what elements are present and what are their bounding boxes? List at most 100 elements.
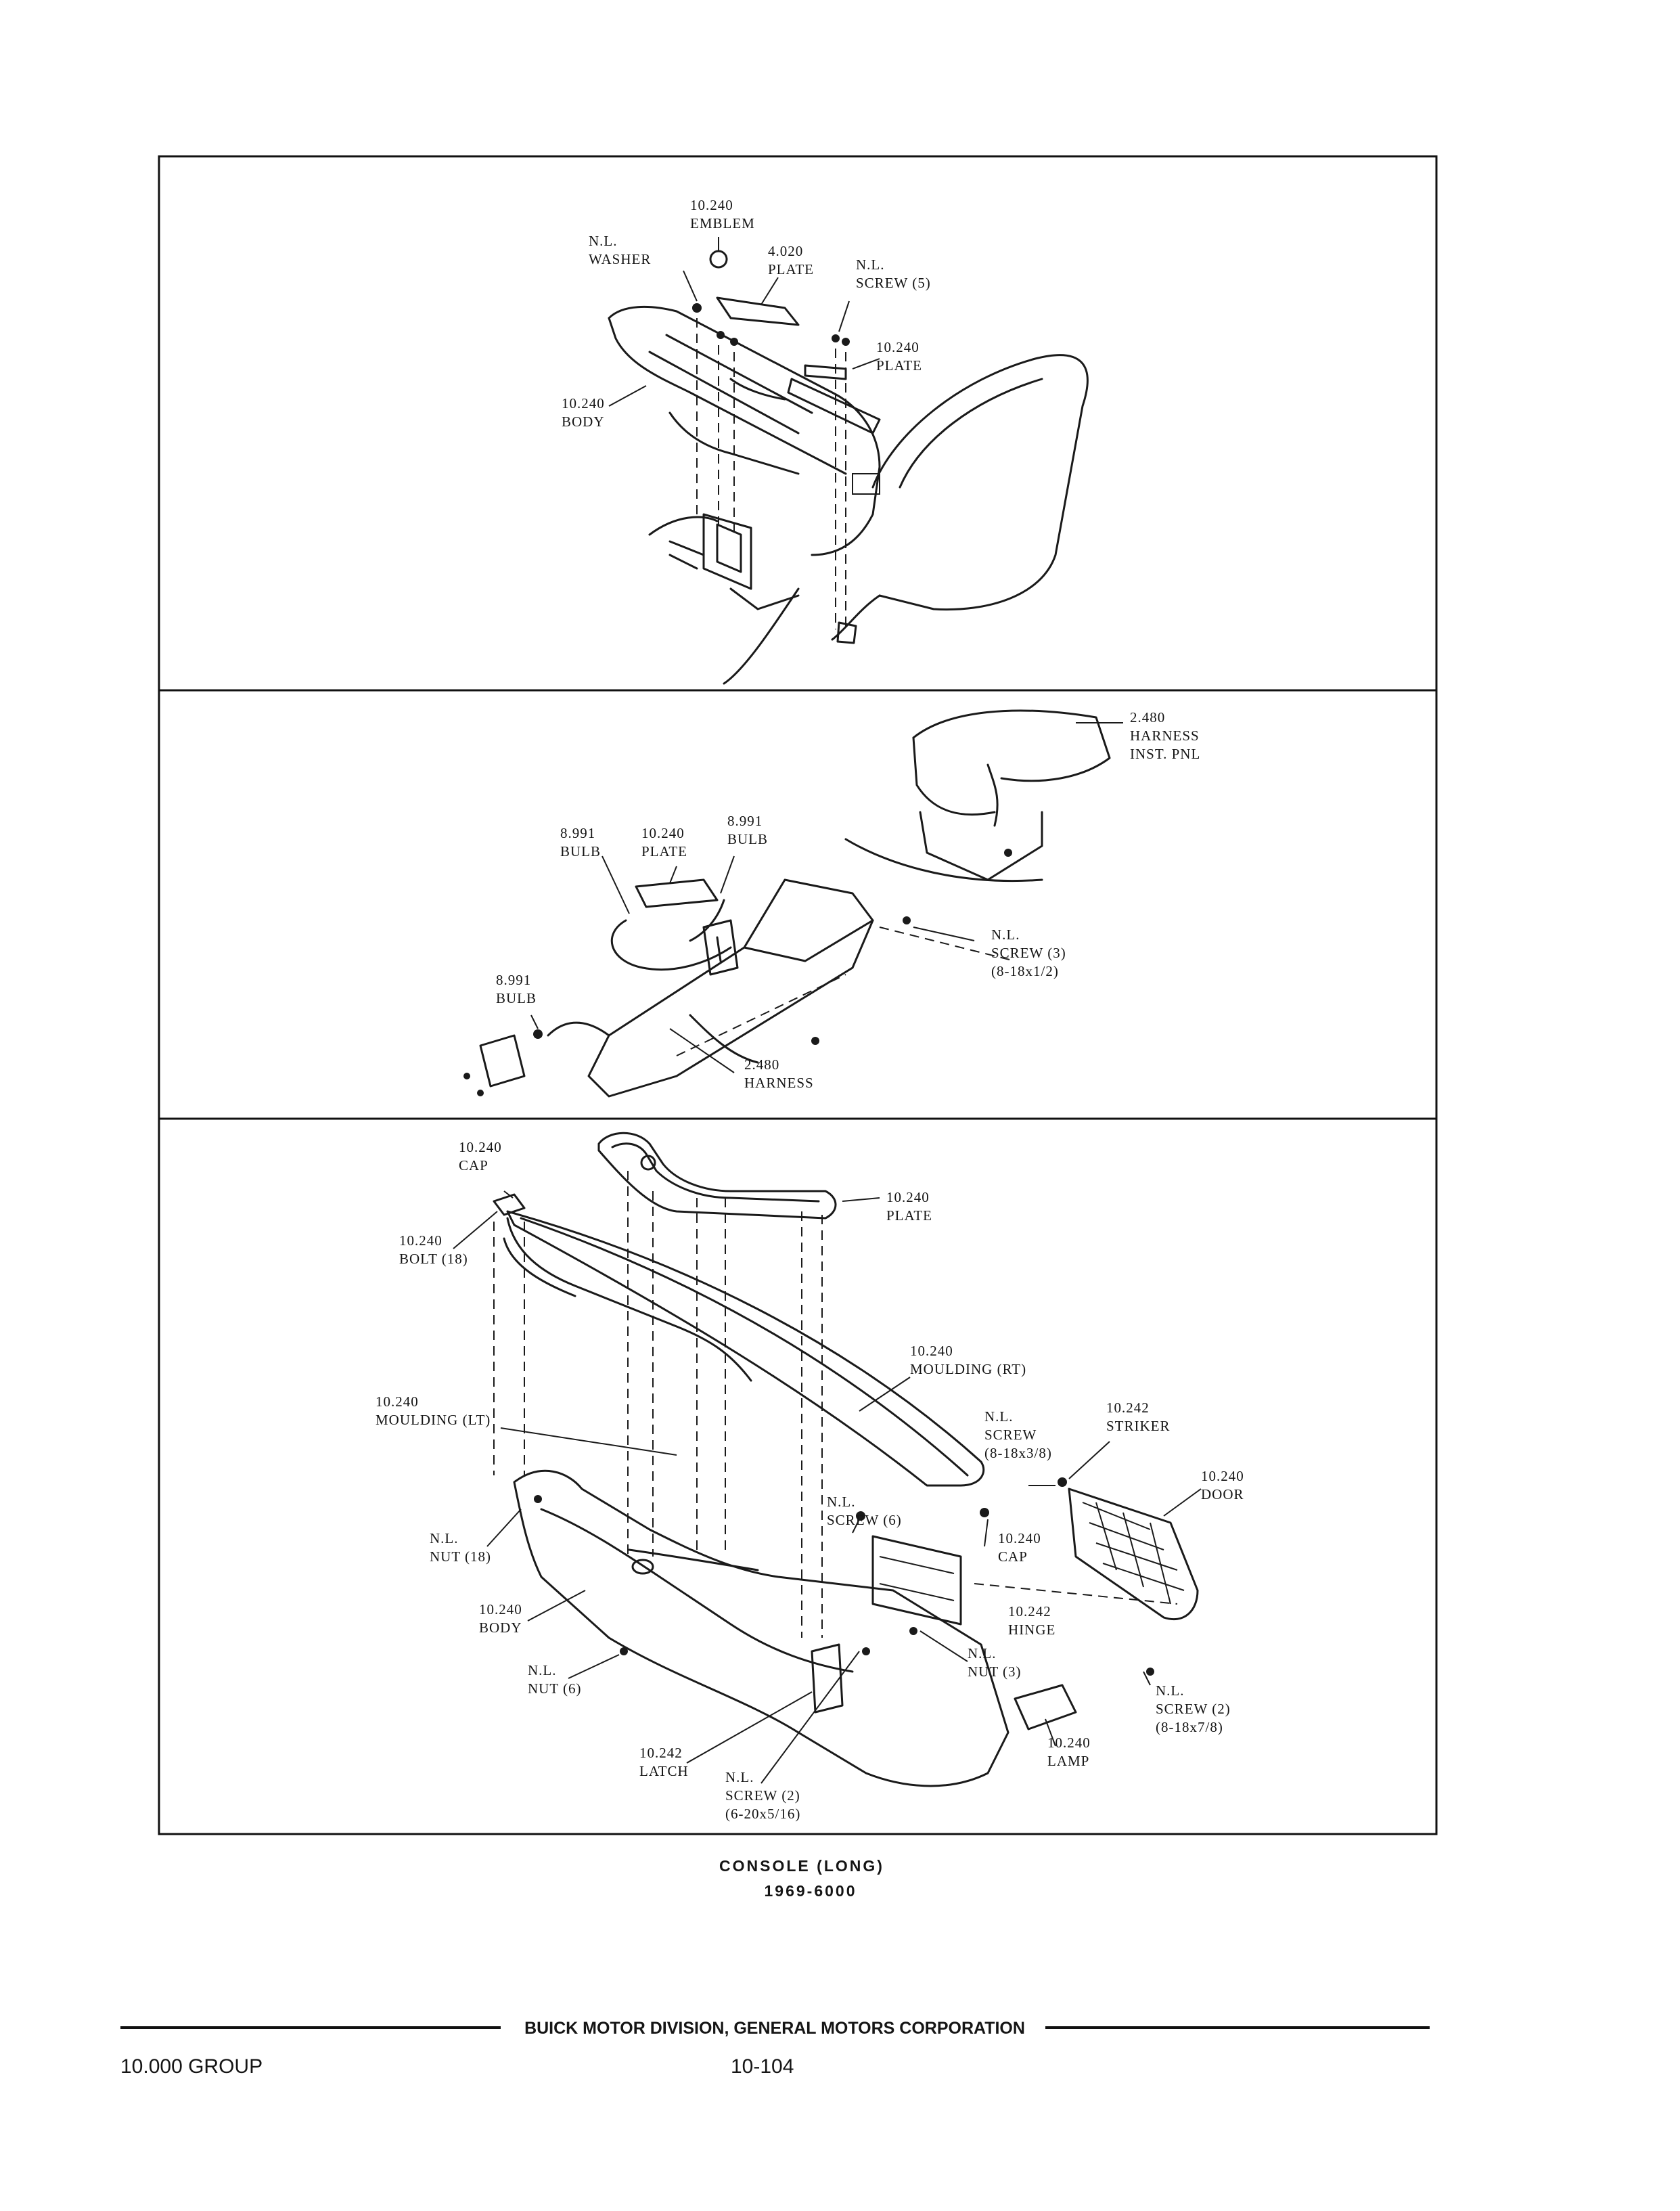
label-line: 10.240: [998, 1530, 1041, 1546]
label-line: SCREW: [984, 1427, 1037, 1443]
label-line: N.L.: [827, 1494, 856, 1510]
label-line: 8.991: [727, 813, 763, 829]
label-line: (8-18x7/8): [1156, 1719, 1223, 1735]
label-line: 2.480: [744, 1056, 779, 1073]
label-line: BODY: [479, 1620, 522, 1636]
label-line: 10.240: [562, 395, 605, 411]
label-line: 2.480: [1130, 709, 1165, 725]
label-screw-3: N.L. SCREW (3) (8-18x1/2): [991, 926, 1066, 979]
label-line: (6-20x5/16): [725, 1806, 800, 1822]
label-line: N.L.: [1156, 1682, 1185, 1699]
label-line: N.L.: [528, 1662, 557, 1678]
label-line: BODY: [562, 414, 605, 430]
label-line: 10.240: [876, 339, 920, 355]
label-line: 10.240: [399, 1232, 442, 1249]
label-line: SCREW (3): [991, 945, 1066, 961]
label-line: PLATE: [876, 357, 922, 374]
label-line: N.L.: [589, 233, 618, 249]
label-line: NUT (3): [968, 1663, 1022, 1680]
label-line: N.L.: [968, 1645, 997, 1661]
footer-group: 10.000 GROUP: [120, 2055, 263, 2078]
label-line: SCREW (6): [827, 1512, 902, 1528]
label-line: PLATE: [641, 843, 687, 859]
label-line: STRIKER: [1106, 1418, 1171, 1434]
label-nut-3: N.L. NUT (3): [968, 1645, 1022, 1680]
label-line: N.L.: [725, 1769, 754, 1785]
label-line: 10.240: [1047, 1735, 1091, 1751]
label-line: SCREW (5): [856, 275, 931, 291]
panel-1-console-body-assembly: [608, 237, 1089, 685]
footer-page: 10-104: [731, 2055, 794, 2078]
label-line: PLATE: [768, 261, 814, 277]
label-line: 10.242: [1008, 1603, 1051, 1620]
caption-subtitle: 1969-6000: [765, 1882, 857, 1900]
label-line: INST. PNL: [1130, 746, 1200, 762]
label-line: CAP: [998, 1548, 1028, 1565]
label-line: 8.991: [560, 825, 595, 841]
label-line: BULB: [496, 990, 537, 1006]
label-line: (8-18x1/2): [991, 963, 1059, 979]
label-line: N.L.: [991, 926, 1020, 943]
label-screw-2-latch: N.L.SCREW (2)(6-20x5/16): [725, 1769, 800, 1822]
label-line: N.L.: [856, 256, 885, 273]
label-line: CAP: [459, 1157, 489, 1174]
label-line: 10.240: [690, 197, 733, 213]
label-line: 10.240: [910, 1343, 953, 1359]
label-screw-8-18x3-8: N.L. SCREW (8-18x3/8): [984, 1408, 1052, 1461]
label-washer: N.L. WASHER: [589, 233, 651, 267]
label-line: BULB: [560, 843, 601, 859]
label-line: 10.240: [886, 1189, 930, 1205]
label-line: MOULDING (LT): [376, 1412, 491, 1428]
footer-company: BUICK MOTOR DIVISION, GENERAL MOTORS COR…: [524, 2019, 1025, 2038]
label-line: 10.240: [479, 1601, 522, 1617]
label-line: SCREW (2): [1156, 1701, 1231, 1717]
label-line: BULB: [727, 831, 768, 847]
label-screw-5: N.L. SCREW (5): [856, 256, 931, 291]
label-line: LATCH: [639, 1763, 689, 1779]
label-nut-18: N.L. NUT (18): [430, 1530, 491, 1565]
label-line: DOOR: [1201, 1486, 1244, 1502]
label-line: 4.020: [768, 243, 803, 259]
label-line: N.L.: [430, 1530, 459, 1546]
label-line: (8-18x3/8): [984, 1445, 1052, 1461]
panel-3-console-exploded: [453, 1132, 1202, 1787]
label-line: HINGE: [1008, 1622, 1055, 1638]
label-screw-6: N.L. SCREW (6): [827, 1494, 902, 1528]
label-line: NUT (18): [430, 1548, 491, 1565]
panel-2-wiring-assembly: [463, 709, 1123, 1098]
label-line: 10.242: [1106, 1400, 1150, 1416]
label-line: N.L.: [984, 1408, 1014, 1425]
label-line: EMBLEM: [690, 215, 755, 231]
label-line: 8.991: [496, 972, 531, 988]
label-line: PLATE: [886, 1207, 932, 1224]
label-line: BOLT (18): [399, 1251, 468, 1267]
caption-title: CONSOLE (LONG): [719, 1857, 884, 1875]
label-line: 10.240: [641, 825, 685, 841]
label-line: MOULDING (RT): [910, 1361, 1026, 1377]
label-line: 10.240: [459, 1139, 502, 1155]
label-line: 10.242: [639, 1745, 683, 1761]
label-line: WASHER: [589, 251, 651, 267]
